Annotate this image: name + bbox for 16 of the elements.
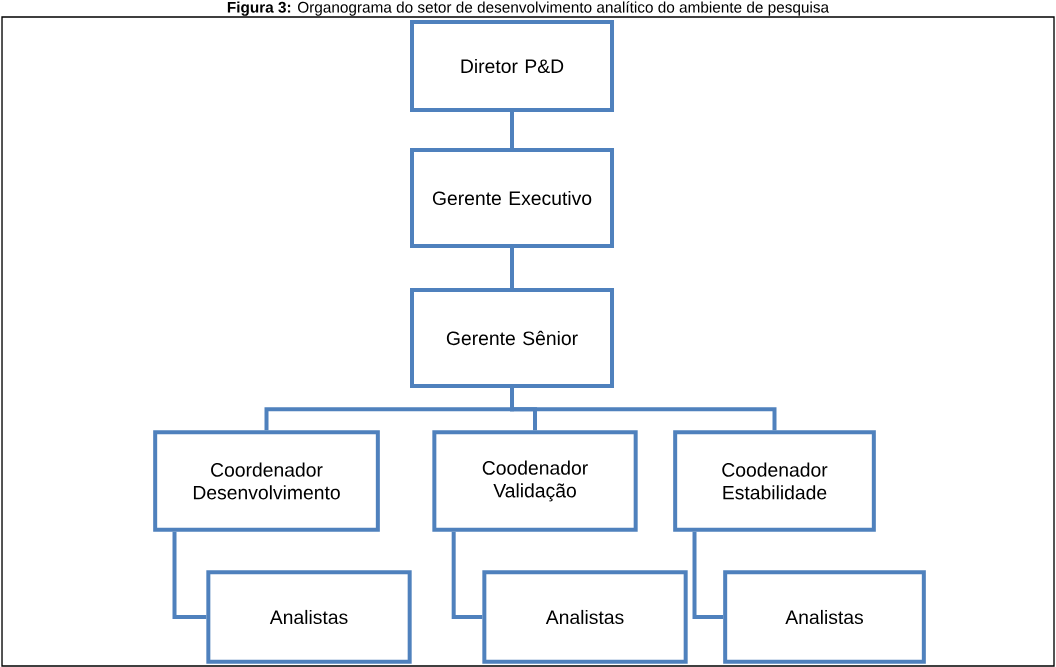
connector-line: [510, 112, 514, 148]
org-box: Analistas: [723, 570, 926, 664]
org-box: Coodenador Validação: [432, 430, 638, 532]
org-box: Gerente Sênior: [410, 288, 614, 388]
connector-line: [451, 531, 483, 619]
org-box: Diretor P&D: [410, 20, 614, 112]
org-box: Analistas: [206, 570, 412, 664]
org-box: Analistas: [482, 570, 688, 664]
org-box: Gerente Executivo: [410, 148, 614, 248]
connector-line: [510, 388, 777, 431]
org-box: Coordenador Desenvolvimento: [153, 430, 380, 532]
connector-line: [510, 248, 514, 288]
org-box: Coodenador Estabilidade: [673, 430, 876, 532]
figure-title: Figura 3: Organograma do setor de desenvolvimento analítico do ambiente de pesquisa: [227, 1, 830, 16]
connector-line: [692, 531, 724, 619]
connector-line: [172, 531, 207, 619]
